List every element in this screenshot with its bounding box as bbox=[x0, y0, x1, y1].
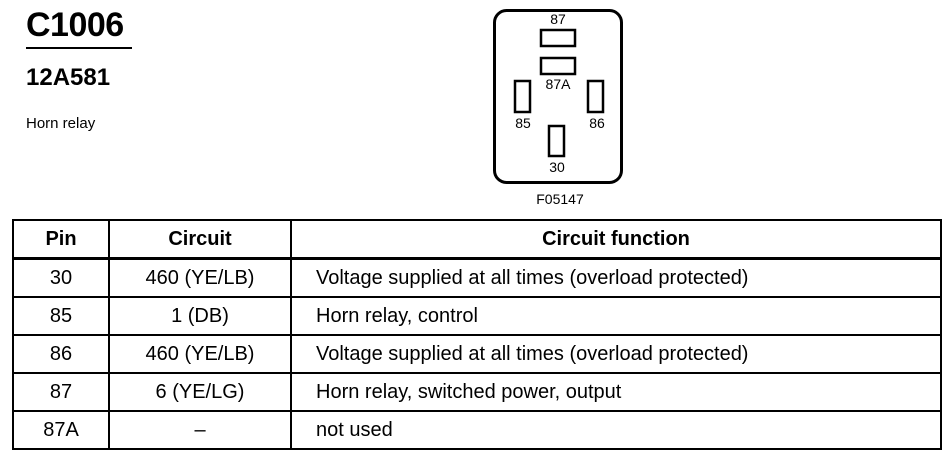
pin-cell: 87A bbox=[12, 410, 110, 450]
terminal-86-label: 86 bbox=[589, 115, 605, 131]
function-cell: Voltage supplied at all times (overload … bbox=[290, 334, 942, 374]
part-number: 12A581 bbox=[26, 64, 111, 91]
terminal-87a-label: 87A bbox=[546, 76, 572, 92]
table-header-row: Pin Circuit Circuit function bbox=[12, 219, 942, 260]
terminal-30-label: 30 bbox=[549, 159, 565, 175]
pinout-table: Pin Circuit Circuit function 30 460 (YE/… bbox=[12, 219, 942, 450]
pin-cell: 85 bbox=[12, 296, 110, 336]
table-row: 86 460 (YE/LB) Voltage supplied at all t… bbox=[12, 334, 942, 374]
terminal-30 bbox=[547, 124, 566, 158]
relay-connector-diagram: 87 87A 85 86 30 bbox=[493, 9, 623, 184]
terminal-87a bbox=[539, 56, 577, 76]
function-cell: not used bbox=[290, 410, 942, 450]
pin-cell: 86 bbox=[12, 334, 110, 374]
figure-id: F05147 bbox=[536, 191, 584, 207]
circuit-cell: 1 (DB) bbox=[108, 296, 292, 336]
function-cell: Horn relay, control bbox=[290, 296, 942, 336]
circuit-column-header: Circuit bbox=[108, 219, 292, 260]
terminal-87-label: 87 bbox=[550, 11, 566, 27]
circuit-cell: 460 (YE/LB) bbox=[108, 334, 292, 374]
connector-description: Horn relay bbox=[26, 115, 96, 132]
function-cell: Voltage supplied at all times (overload … bbox=[290, 257, 942, 298]
pin-column-header: Pin bbox=[12, 219, 110, 260]
table-row: 30 460 (YE/LB) Voltage supplied at all t… bbox=[12, 257, 942, 298]
title-underline bbox=[26, 47, 132, 49]
connector-title: C1006 bbox=[26, 6, 124, 44]
pin-cell: 87 bbox=[12, 372, 110, 412]
pin-cell: 30 bbox=[12, 257, 110, 298]
circuit-cell: 6 (YE/LG) bbox=[108, 372, 292, 412]
connector-housing bbox=[493, 9, 623, 184]
terminal-86 bbox=[586, 79, 605, 114]
function-column-header: Circuit function bbox=[290, 219, 942, 260]
circuit-cell: – bbox=[108, 410, 292, 450]
terminal-85 bbox=[513, 79, 532, 114]
function-cell: Horn relay, switched power, output bbox=[290, 372, 942, 412]
table-row: 87A – not used bbox=[12, 410, 942, 450]
terminal-87 bbox=[539, 28, 577, 48]
table-row: 87 6 (YE/LG) Horn relay, switched power,… bbox=[12, 372, 942, 412]
circuit-cell: 460 (YE/LB) bbox=[108, 257, 292, 298]
terminal-85-label: 85 bbox=[515, 115, 531, 131]
table-row: 85 1 (DB) Horn relay, control bbox=[12, 296, 942, 336]
